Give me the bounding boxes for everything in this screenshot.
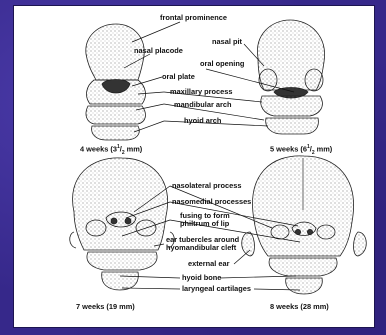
embryo-5-weeks bbox=[257, 20, 324, 134]
label-laryngeal-cartilages: laryngeal cartilages bbox=[182, 285, 251, 293]
diagram-panel: frontal prominence nasal pit nasal placo… bbox=[14, 6, 374, 327]
label-external-ear: external ear bbox=[188, 260, 230, 268]
caption-4-weeks: 4 weeks (31/2 mm) bbox=[80, 144, 142, 156]
embryo-4-weeks bbox=[86, 24, 146, 140]
label-ear-tubercles-line-2: hyomandibular cleft bbox=[166, 244, 236, 252]
embryo-8-weeks bbox=[242, 156, 367, 294]
label-hyoid-bone: hyoid bone bbox=[182, 274, 221, 282]
caption-5-weeks: 5 weeks (61/2 mm) bbox=[270, 144, 332, 156]
label-nasal-placode: nasal placode bbox=[134, 47, 183, 55]
label-nasomedial-processes: nasomedial processes bbox=[172, 198, 251, 206]
caption-8-weeks: 8 weeks (28 mm) bbox=[270, 302, 329, 311]
label-mandibular-arch: mandibular arch bbox=[174, 101, 232, 109]
label-nasal-pit: nasal pit bbox=[212, 38, 242, 46]
label-oral-plate: oral plate bbox=[162, 73, 195, 81]
label-maxillary-process: maxillary process bbox=[170, 88, 232, 96]
label-oral-opening: oral opening bbox=[200, 60, 244, 68]
label-frontal-prominence: frontal prominence bbox=[160, 14, 227, 22]
label-hyoid-arch: hyoid arch bbox=[184, 117, 221, 125]
label-fusing-line-2: philtrum of lip bbox=[180, 220, 229, 228]
caption-7-weeks: 7 weeks (19 mm) bbox=[76, 302, 135, 311]
label-nasolateral-process: nasolateral process bbox=[172, 182, 241, 190]
